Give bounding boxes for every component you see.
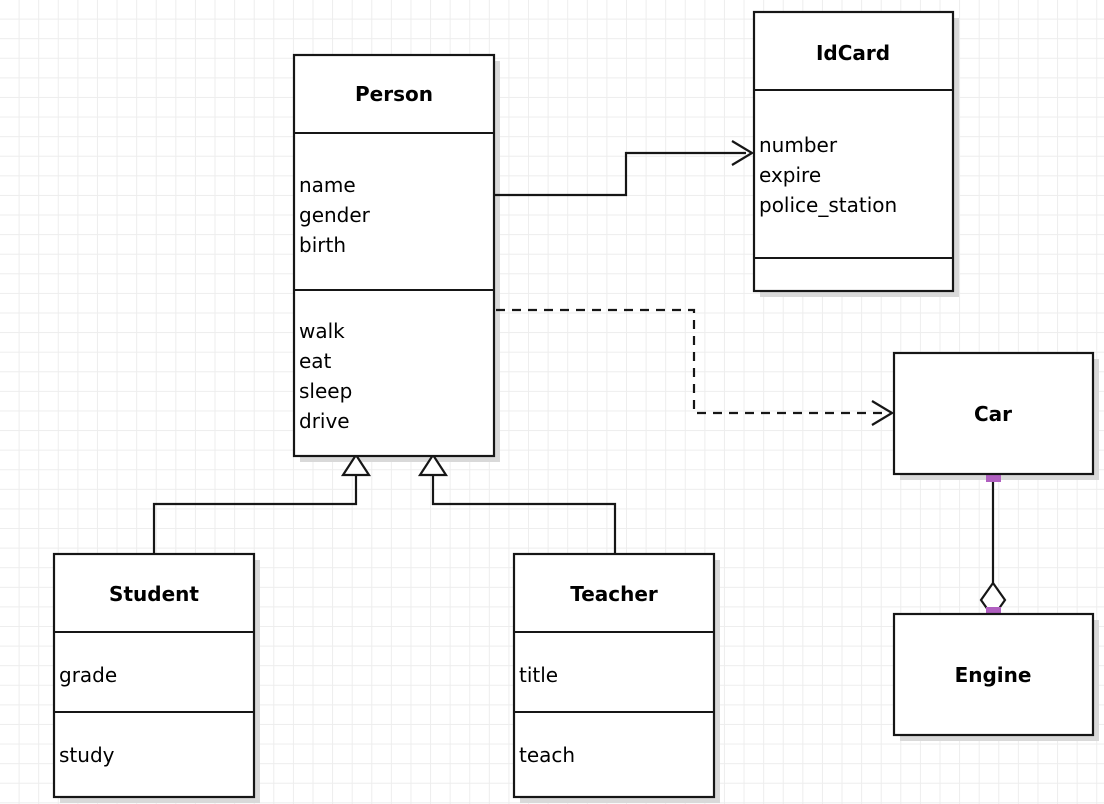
class-box-car[interactable]: Car <box>892 351 1095 476</box>
person-method: eat <box>299 349 332 373</box>
car-outline[interactable] <box>892 351 1095 476</box>
relationship-person-car[interactable] <box>496 308 895 426</box>
engine-title: Engine <box>955 663 1032 687</box>
idcard-attribute: expire <box>759 163 821 187</box>
engine-outline[interactable] <box>892 612 1095 737</box>
generalization-line[interactable] <box>152 472 358 554</box>
idcard-attribute: police_station <box>759 193 897 217</box>
open-arrowhead-icon <box>871 400 895 426</box>
relationship-person-idcard[interactable] <box>494 140 755 197</box>
person-outline[interactable] <box>292 53 496 458</box>
person-title: Person <box>355 82 433 106</box>
person-attribute: birth <box>299 233 346 257</box>
hollow-triangle-icon <box>340 452 372 477</box>
teacher-title: Teacher <box>570 582 658 606</box>
relationship-student-person[interactable] <box>152 452 372 554</box>
hollow-triangle-icon <box>417 452 449 477</box>
person-attribute: name <box>299 173 356 197</box>
student-outline[interactable] <box>52 552 256 799</box>
person-method: sleep <box>299 379 352 403</box>
association-line[interactable] <box>494 151 746 197</box>
car-title: Car <box>974 402 1012 426</box>
idcard-attribute: number <box>759 133 838 157</box>
person-attribute: gender <box>299 203 371 227</box>
student-attribute: grade <box>59 663 117 687</box>
person-method: walk <box>299 319 345 343</box>
class-box-teacher[interactable]: Teacher title teach <box>512 552 716 799</box>
relationship-car-engine[interactable] <box>979 467 1007 622</box>
open-arrowhead-icon <box>731 140 755 166</box>
person-method: drive <box>299 409 350 433</box>
generalization-line[interactable] <box>431 472 617 554</box>
class-box-student[interactable]: Student grade study <box>52 552 256 799</box>
teacher-attribute: title <box>519 663 558 687</box>
idcard-title: IdCard <box>816 41 890 65</box>
teacher-outline[interactable] <box>512 552 716 799</box>
student-method: study <box>59 743 115 767</box>
teacher-method: teach <box>519 743 575 767</box>
idcard-outline[interactable] <box>752 10 955 293</box>
student-title: Student <box>109 582 199 606</box>
relationship-teacher-person[interactable] <box>417 452 617 554</box>
class-box-person[interactable]: Person name gender birth walk eat sleep … <box>292 53 496 458</box>
class-box-idcard[interactable]: IdCard number expire police_station <box>752 10 955 293</box>
dependency-line[interactable] <box>496 308 884 415</box>
class-box-engine[interactable]: Engine <box>892 612 1095 737</box>
